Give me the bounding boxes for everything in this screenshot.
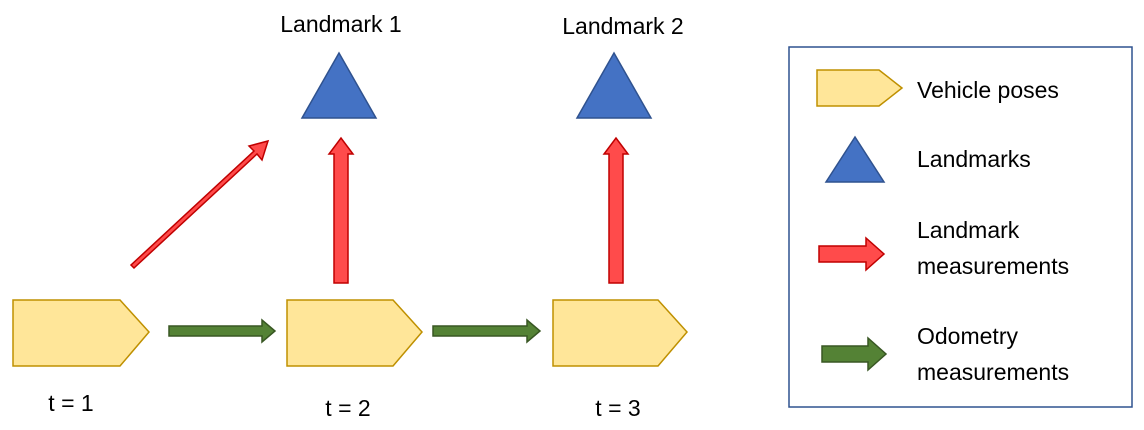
landmark-1-triangle — [300, 51, 378, 119]
legend-landmark-swatch — [824, 135, 886, 183]
odometry-arrow-1-2 — [168, 318, 277, 344]
measurement-arrow-pose2-landmark1 — [327, 136, 355, 284]
legend-odometry-swatch — [821, 336, 888, 372]
vehicle-pose-3 — [552, 299, 688, 367]
pose-3-time-label: t = 3 — [595, 395, 640, 421]
vehicle-pose-1 — [12, 299, 150, 367]
legend: Vehicle poses Landmarks Landmark measure… — [788, 46, 1133, 408]
pose-2-time-label: t = 2 — [325, 395, 370, 421]
pose-1-time-label: t = 1 — [48, 390, 93, 416]
legend-odometry-label-line2: measurements — [917, 359, 1069, 385]
measurement-arrow-pose1-landmark1 — [129, 139, 270, 270]
legend-landmark-measurements-label-line2: measurements — [917, 253, 1069, 279]
landmark-2-label: Landmark 2 — [562, 13, 683, 39]
legend-landmarks-label: Landmarks — [917, 146, 1031, 172]
legend-measurement-swatch — [818, 236, 886, 272]
landmark-2-triangle — [575, 51, 653, 119]
measurement-arrow-pose3-landmark2 — [602, 136, 630, 284]
vehicle-pose-2 — [286, 299, 423, 367]
legend-landmark-measurements-label-line1: Landmark — [917, 217, 1020, 243]
legend-vehicle-poses-label: Vehicle poses — [917, 77, 1059, 103]
odometry-arrow-2-3 — [432, 318, 542, 344]
landmark-1-label: Landmark 1 — [280, 11, 401, 37]
legend-odometry-label-line1: Odometry — [917, 323, 1018, 349]
legend-vehicle-pose-swatch — [816, 69, 904, 107]
